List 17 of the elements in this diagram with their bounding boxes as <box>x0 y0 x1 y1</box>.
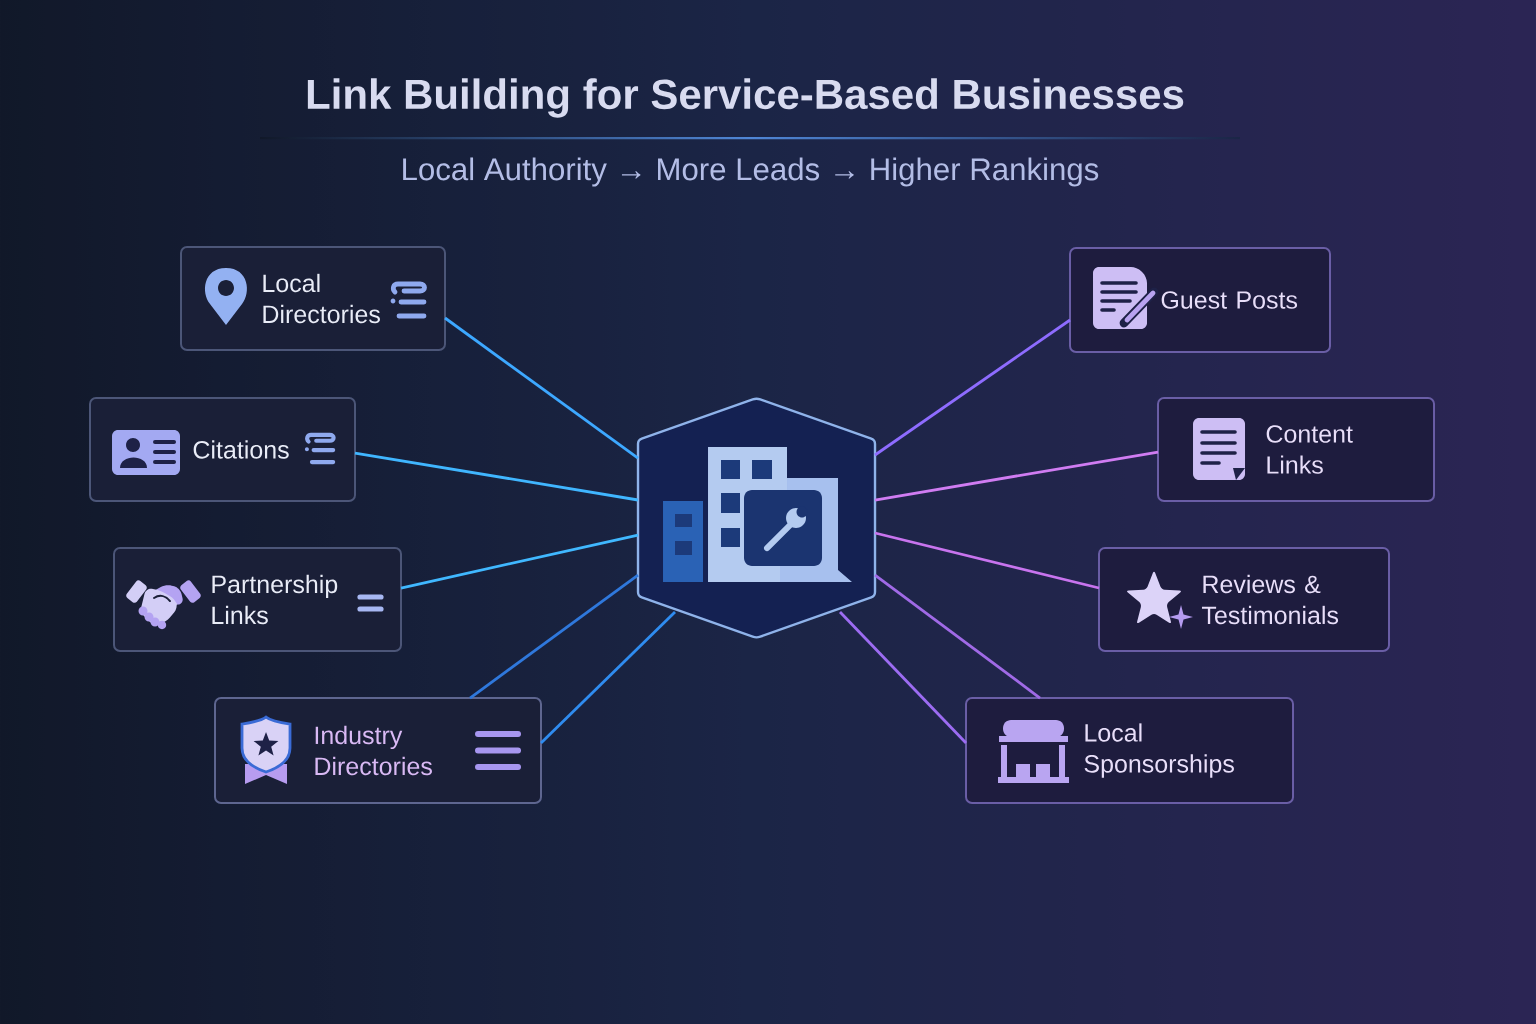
connector-line <box>874 318 1071 457</box>
connector-line <box>540 611 676 744</box>
connector-line <box>874 450 1159 502</box>
title: Link Building for Service-Based Businesses <box>307 78 1184 118</box>
connector-line <box>874 531 1100 590</box>
connector-line <box>874 573 1041 700</box>
connector-line <box>400 533 639 590</box>
label-card: Local Directories <box>180 246 446 351</box>
connector-line <box>839 611 967 744</box>
label-card: Partnership Links <box>113 547 402 652</box>
label-card: Reviews & Testimonials <box>1098 547 1390 652</box>
connector-line <box>469 573 639 700</box>
subtitle: Local Authority → More Leads → Higher Rankings <box>403 157 1099 187</box>
connector-line <box>354 451 639 502</box>
label-card: Industry Directories <box>214 697 542 804</box>
label-card: Local Sponsorships <box>965 697 1294 804</box>
connector-line <box>444 316 639 460</box>
